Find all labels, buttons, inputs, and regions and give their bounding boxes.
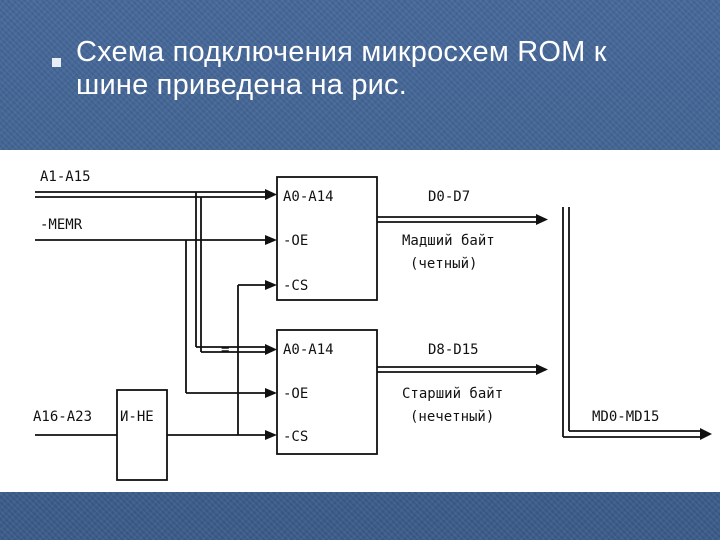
rom-chip-high <box>276 329 378 455</box>
arrow-md-bus <box>700 428 712 440</box>
equals-mark: = <box>221 342 229 358</box>
arrow-cs-low <box>265 280 277 290</box>
arrow-a-low <box>265 189 277 200</box>
title-line-2: шине приведена на рис. <box>76 69 408 101</box>
high-data-label: D8-D15 <box>428 342 479 358</box>
label-memr: -MEMR <box>40 217 83 233</box>
low-desc-1: Мадший байт <box>402 233 495 249</box>
low-desc-2: (четный) <box>410 256 477 272</box>
label-md-bus: MD0-MD15 <box>592 409 659 425</box>
slide-title: Схема подключения микросхем ROM к шине п… <box>76 36 607 102</box>
nand-gate <box>116 389 168 481</box>
arrow-a-high <box>265 344 277 355</box>
title-line-1: Схема подключения микросхем ROM к <box>76 36 607 68</box>
high-addr-pin: A0-A14 <box>283 342 334 358</box>
arrow-oe-low <box>265 235 277 245</box>
rom-connection-diagram: = A1-A15 -MEMR A16-A23 И-НЕ MD0-MD <box>33 169 712 481</box>
low-oe-pin: -OE <box>283 233 308 249</box>
arrow-data-high <box>536 364 548 375</box>
label-nand: И-НЕ <box>120 409 154 425</box>
square-bullet-icon <box>52 58 61 67</box>
diagram-panel: = A1-A15 -MEMR A16-A23 И-НЕ MD0-MD <box>0 150 720 492</box>
arrow-oe-high <box>265 388 277 398</box>
high-desc-2: (нечетный) <box>410 409 494 425</box>
high-cs-pin: -CS <box>283 429 308 445</box>
low-addr-pin: A0-A14 <box>283 189 334 205</box>
label-a16-a23: A16-A23 <box>33 409 92 425</box>
rom-chip-low <box>276 176 378 301</box>
high-desc-1: Старший байт <box>402 386 503 402</box>
arrow-cs-high <box>265 430 277 440</box>
low-cs-pin: -CS <box>283 278 308 294</box>
label-a1-a15: A1-A15 <box>40 169 91 185</box>
low-data-label: D0-D7 <box>428 189 470 205</box>
arrow-data-low <box>536 214 548 225</box>
high-oe-pin: -OE <box>283 386 308 402</box>
